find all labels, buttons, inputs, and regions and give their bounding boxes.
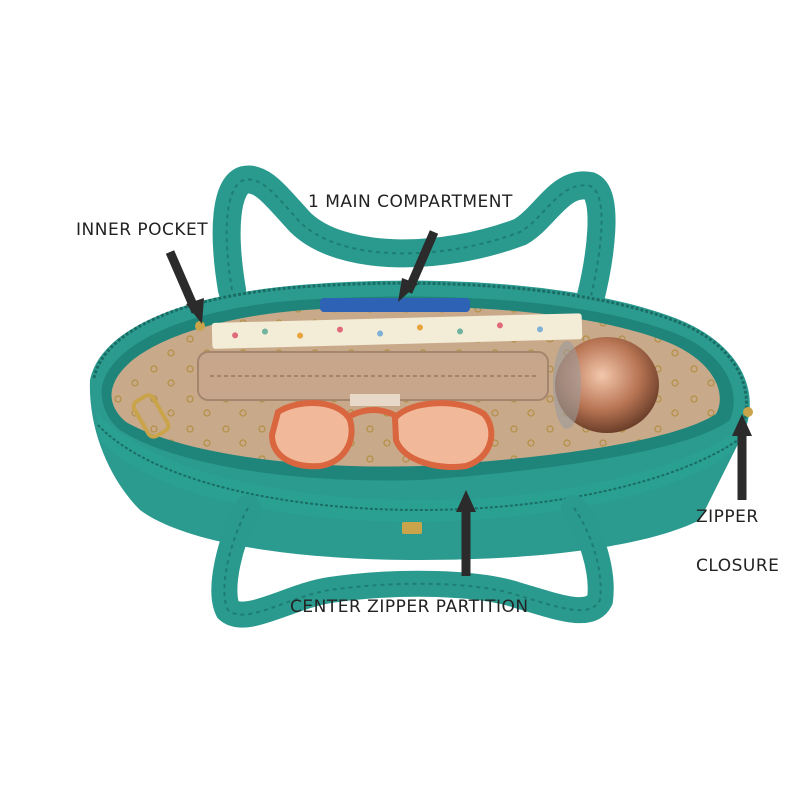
back-handle: [212, 165, 616, 314]
arrow-main-compartment-head: [398, 278, 418, 302]
arrow-zipper-closure-head: [732, 414, 752, 436]
arrow-inner-pocket-head: [186, 298, 204, 324]
arrow-inner-pocket: [165, 250, 201, 314]
notebook: [211, 298, 583, 349]
label-zipper: ZIPPER: [696, 507, 759, 527]
front-handle: [211, 495, 614, 628]
zipper-pull: [131, 321, 753, 439]
label-closure: CLOSURE: [696, 556, 780, 576]
label-main-compartment: 1 MAIN COMPARTMENT: [308, 192, 513, 212]
label-inner-pocket: INNER POCKET: [76, 220, 209, 240]
sunglasses: [268, 394, 495, 470]
cosmetic-canister: [553, 337, 659, 433]
arrow-center-partition-head: [456, 490, 476, 512]
label-center-zipper-partition: CENTER ZIPPER PARTITION: [290, 597, 529, 617]
wallet: [197, 351, 549, 401]
annotation-arrows: [165, 230, 752, 576]
